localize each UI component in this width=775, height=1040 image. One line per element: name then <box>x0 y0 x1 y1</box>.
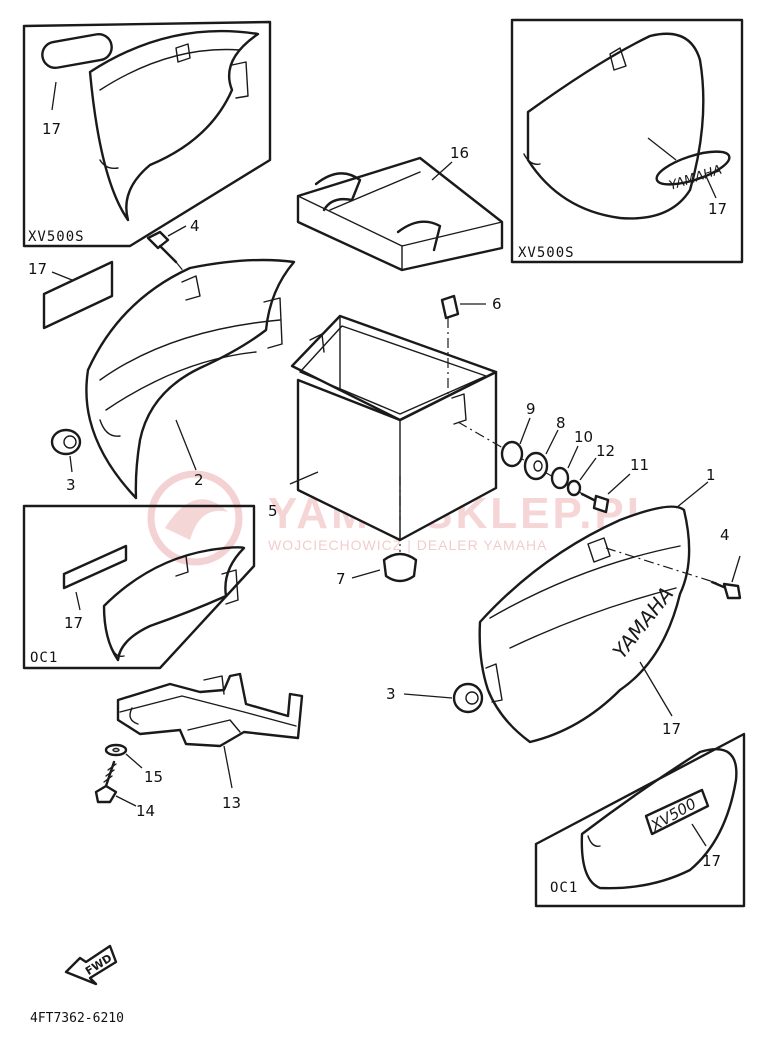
callout-17-mid-left: 17 <box>64 614 83 632</box>
callout-16: 16 <box>450 144 469 162</box>
callout-3-right: 3 <box>386 685 396 703</box>
part-16-battery-top: 16 <box>296 144 504 272</box>
callout-4-upper: 4 <box>190 217 200 235</box>
hardware-chain: 9 8 10 12 11 <box>457 400 649 514</box>
part-17-strip-left: 17 <box>28 260 114 330</box>
callout-14: 14 <box>136 802 155 820</box>
callout-17-top-left: 17 <box>42 120 61 138</box>
variant-box-top-left: 17 XV500S <box>22 20 272 248</box>
callout-13: 13 <box>222 794 241 812</box>
part-14-bolt: 14 <box>94 760 155 820</box>
callout-9: 9 <box>526 400 536 418</box>
callout-12: 12 <box>596 442 615 460</box>
callout-6: 6 <box>492 295 502 313</box>
callout-11: 11 <box>630 456 649 474</box>
callout-7: 7 <box>336 570 346 588</box>
part-11-bolt-head <box>592 494 610 514</box>
variant-box-bottom-right: XV500 17 OC1 <box>534 732 746 908</box>
part-2-left-cover: 2 <box>85 258 296 500</box>
part-10-washer <box>550 466 570 490</box>
part-6-clip: 6 <box>440 294 502 410</box>
part-7-grommet: 7 <box>336 530 418 588</box>
callout-17-left: 17 <box>28 260 47 278</box>
box-label-xv500s-left: XV500S <box>28 229 85 245</box>
callout-4-right: 4 <box>720 526 730 544</box>
diagram-code: 4FT7362-6210 <box>30 1011 124 1026</box>
box-label-xv500s-right: XV500S <box>518 245 575 261</box>
callout-1: 1 <box>706 466 716 484</box>
callout-17-top-right: 17 <box>708 200 727 218</box>
fwd-arrow: FWD <box>64 944 118 986</box>
callout-8: 8 <box>556 414 566 432</box>
callout-2: 2 <box>194 471 204 489</box>
part-8-damper <box>523 451 549 481</box>
part-12-lockwasher <box>566 479 582 497</box>
callout-3-left: 3 <box>66 476 76 494</box>
part-13-bracket: 13 <box>116 672 304 812</box>
part-3-grommet-left: 3 <box>50 428 82 494</box>
callout-17-cover: 17 <box>662 720 681 738</box>
part-5-battery-box: 5 <box>268 314 498 542</box>
box-label-oc1-right: OC1 <box>550 880 578 896</box>
variant-box-mid-left: 17 OC1 <box>22 504 256 670</box>
part-3-grommet-right: 3 <box>386 682 484 714</box>
callout-17-bottom-right: 17 <box>702 852 721 870</box>
callout-10: 10 <box>574 428 593 446</box>
watermark-logo-mark <box>165 499 228 540</box>
variant-box-top-right: YAMAHA 17 XV500S <box>510 18 744 264</box>
part-15-washer: 15 <box>104 743 163 786</box>
watermark-subtext: WOJCIECHOWICZ | DEALER YAMAHA <box>268 537 547 553</box>
box-label-oc1-left: OC1 <box>30 650 58 666</box>
part-4-bolt-right: 4 <box>710 526 742 600</box>
watermark-logo <box>147 470 243 566</box>
part-9-collar <box>500 440 524 468</box>
callout-15: 15 <box>144 768 163 786</box>
callout-5: 5 <box>268 502 278 520</box>
